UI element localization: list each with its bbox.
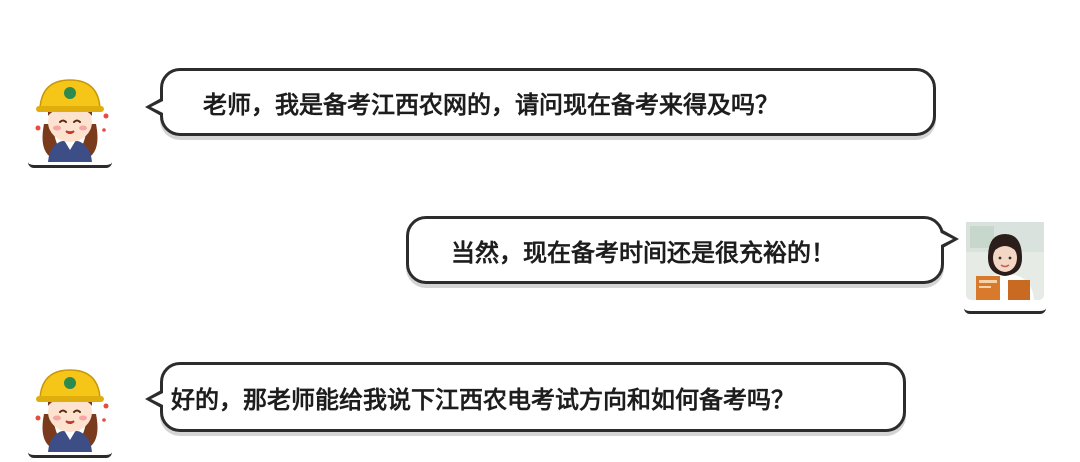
bubble-tail-fill (151, 100, 165, 114)
chat-bubble: 好的，那老师能给我说下江西农电考试方向和如何备考吗？ (145, 362, 906, 432)
chat-bubble: 老师，我是备考江西农网的，请问现在备考来得及吗？ (145, 68, 936, 136)
chat-message-text: 当然，现在备考时间还是很充裕的！ (451, 238, 835, 267)
avatar-underline (28, 451, 112, 458)
chat-message-text: 老师，我是备考江西农网的，请问现在备考来得及吗？ (203, 90, 779, 119)
bubble-tail-fill (939, 232, 953, 246)
chat-message-student-1: 老师，我是备考江西农网的，请问现在备考来得及吗？ (0, 60, 1080, 170)
chat-message-student-2: 好的，那老师能给我说下江西农电考试方向和如何备考吗？ (0, 356, 1080, 462)
cartoon-worker-helmet-icon (35, 79, 109, 162)
student-avatar (26, 360, 114, 458)
avatar-underline (964, 307, 1046, 314)
cartoon-worker-helmet-icon (35, 369, 109, 452)
chat-message-text: 好的，那老师能给我说下江西农电考试方向和如何备考吗？ (171, 385, 795, 414)
chat-bubble: 当然，现在备考时间还是很充裕的！ (406, 216, 959, 284)
teacher-photo-icon (966, 222, 1044, 300)
avatar-underline (28, 161, 112, 168)
student-avatar (26, 70, 114, 168)
bubble-tail-fill (151, 392, 165, 406)
teacher-avatar (962, 218, 1048, 314)
chat-message-teacher-1: 当然，现在备考时间还是很充裕的！ (0, 210, 1080, 320)
